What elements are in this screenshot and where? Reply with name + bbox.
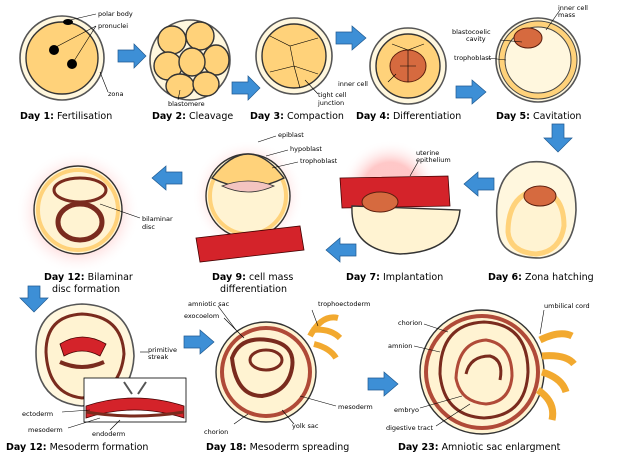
label-trophoblast-2: trophoblast xyxy=(300,157,338,165)
caption-day7: Day 7: Implantation xyxy=(346,272,443,283)
day12-mesoderm-formation xyxy=(35,303,187,431)
svg-text:cavity: cavity xyxy=(466,35,486,43)
label-inner-cell: inner cell xyxy=(338,80,368,88)
label-yolk-sac: yolk sac xyxy=(292,422,319,430)
day9-cell-mass xyxy=(195,135,305,263)
label-epiblast: epiblast xyxy=(278,131,304,139)
arrow-icon xyxy=(19,285,49,313)
label-mesoderm-2: mesoderm xyxy=(338,403,373,411)
arrow-icon xyxy=(543,123,573,153)
label-umbilical-cord: umbilical cord xyxy=(544,302,590,310)
label-blastocoelic: blastocoelic xyxy=(452,28,491,36)
svg-text:differentiation: differentiation xyxy=(220,284,287,295)
caption-day12-bilaminar: Day 12: Bilaminar xyxy=(44,272,133,283)
day18-mesoderm-spreading xyxy=(215,305,343,425)
caption-day1: Day 1: Fertilisation xyxy=(20,111,112,122)
label-junction: junction xyxy=(317,99,344,107)
label-polar-body: polar body xyxy=(98,10,133,18)
svg-text:streak: streak xyxy=(148,353,168,361)
svg-text:disc: disc xyxy=(142,223,155,231)
svg-text:mass: mass xyxy=(558,11,576,19)
caption-day3: Day 3: Compaction xyxy=(250,111,344,122)
arrow-icon xyxy=(335,25,367,51)
day7-implantation xyxy=(339,161,461,255)
label-blastomere: blastomere xyxy=(168,100,205,108)
arrow-icon xyxy=(117,43,147,69)
arrow-icon xyxy=(463,171,495,197)
day6-zona-hatching xyxy=(495,160,577,259)
label-inner-cell-mass: inner cell xyxy=(558,4,588,12)
day5-cavitation xyxy=(487,9,581,103)
caption-day5: Day 5: Cavitation xyxy=(496,111,581,122)
label-amnion: amnion xyxy=(388,342,412,350)
arrow-icon xyxy=(231,75,261,101)
label-exocoelom: exocoelom xyxy=(184,312,219,320)
caption-day4: Day 4: Differentiation xyxy=(356,111,461,122)
day23-amniotic-sac xyxy=(413,309,577,435)
label-chorion: chorion xyxy=(204,428,228,436)
arrow-icon xyxy=(455,79,487,105)
label-pronuclei: pronuclei xyxy=(98,22,128,30)
label-digestive-tract: digestive tract xyxy=(386,424,433,432)
label-chorion-2: chorion xyxy=(398,319,422,327)
arrow-icon xyxy=(183,329,215,355)
label-trophoblast: trophoblast xyxy=(454,54,492,62)
label-hypoblast: hypoblast xyxy=(290,145,322,153)
label-amniotic-sac: amniotic sac xyxy=(188,300,230,308)
label-embryo: embryo xyxy=(394,406,419,414)
caption-day12-mesoderm: Day 12: Mesoderm formation xyxy=(6,442,148,453)
caption-day18: Day 18: Mesoderm spreading xyxy=(206,442,349,453)
label-endoderm: endoderm xyxy=(92,430,125,438)
day12-bilaminar-disc xyxy=(33,165,141,255)
arrow-icon xyxy=(325,237,357,263)
polar-body-icon xyxy=(63,19,73,25)
caption-day2: Day 2: Cleavage xyxy=(152,111,233,122)
arrow-icon xyxy=(367,371,399,397)
label-primitive-streak: primitive xyxy=(148,346,177,354)
day1-zygote xyxy=(19,13,109,101)
arrow-icon xyxy=(151,165,183,191)
svg-text:disc formation: disc formation xyxy=(52,284,120,295)
label-zona: zona xyxy=(108,90,124,98)
caption-day9: Day 9: cell mass xyxy=(212,272,293,283)
day3-compaction xyxy=(255,17,333,95)
svg-text:epithelium: epithelium xyxy=(416,156,451,164)
caption-day23: Day 23: Amniotic sac enlargment xyxy=(398,442,561,453)
label-tight-cell: tight cell xyxy=(318,91,347,99)
day2-cleavage xyxy=(149,19,231,101)
day4-differentiation xyxy=(369,27,447,105)
label-uterine: uterine xyxy=(416,149,439,157)
caption-day6: Day 6: Zona hatching xyxy=(488,272,594,283)
label-trophoectoderm: trophoectoderm xyxy=(318,300,370,308)
label-mesoderm: mesoderm xyxy=(28,426,63,434)
label-bilaminar-disc: bilaminar xyxy=(142,215,173,223)
label-ectoderm: ectoderm xyxy=(22,410,53,418)
